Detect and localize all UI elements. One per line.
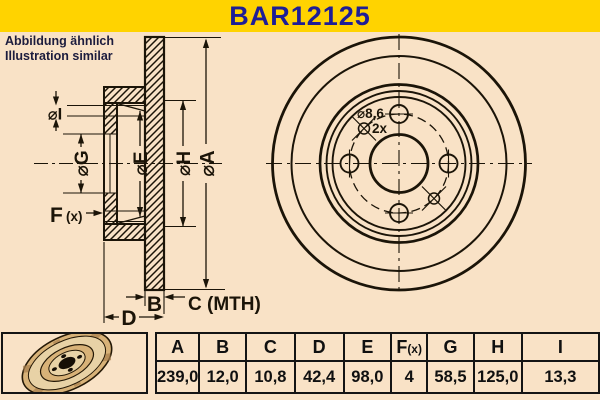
d-label: D <box>121 307 136 330</box>
table-value-I: 13,3 <box>520 360 600 394</box>
table-header-D: D <box>293 332 345 362</box>
dia-h-label: ⌀H <box>174 151 195 176</box>
table-value-G: 58,5 <box>426 360 475 394</box>
table-header-I: I <box>520 332 600 362</box>
screw-hole-marker <box>427 192 441 205</box>
table-header-G: G <box>426 332 475 362</box>
similarity-note: Abbildung ähnlich Illustration similar <box>5 34 114 64</box>
table-value-A: 239,0 <box>154 360 201 394</box>
cross-section-view: ⌀I ⌀G ⌀E <box>34 35 261 330</box>
table-value-D: 42,4 <box>293 360 345 394</box>
dia-a-label: ⌀A <box>197 150 219 176</box>
table-value-F(x): 4 <box>390 360 429 394</box>
table-value-E: 98,0 <box>342 360 393 394</box>
dimension-b: B <box>126 290 185 316</box>
table-header-B: B <box>198 332 248 362</box>
securing-screw-holes <box>351 116 447 211</box>
hat-inner-circle <box>331 96 467 231</box>
front-view: ⌀8,6 2x <box>266 34 532 293</box>
b-label: B <box>147 293 162 316</box>
part-number: BAR12125 <box>229 1 371 31</box>
dimension-dia-e: ⌀E <box>131 111 152 217</box>
dimension-dia-g: ⌀G <box>63 133 104 194</box>
note-line-en: Illustration similar <box>5 49 113 63</box>
center-bore-circle <box>368 133 430 194</box>
hat-wall-hatch-bottom <box>104 193 117 224</box>
hat-cone-edge <box>116 102 146 112</box>
hat-top-flange <box>103 86 146 104</box>
table-value-C: 10,8 <box>245 360 296 394</box>
dimension-f: F (x) <box>50 204 103 227</box>
dimension-dia-h: ⌀H <box>165 99 196 228</box>
table-header-H: H <box>472 332 523 362</box>
hat-cone-edge <box>116 215 146 225</box>
table-value-H: 125,0 <box>472 360 523 394</box>
table-value-B: 12,0 <box>198 360 248 394</box>
hat-wall-hatch-top <box>104 103 117 134</box>
table-header-F(x): F(x) <box>390 332 429 362</box>
dia-g-label: ⌀G <box>72 150 93 176</box>
thumbnail-disc-illustration <box>21 334 113 392</box>
f-label: F <box>50 204 63 227</box>
c-label: C (MTH) <box>188 294 261 315</box>
friction-surface-circle <box>290 55 508 272</box>
f-suffix: (x) <box>66 209 83 224</box>
bolt-holes <box>339 104 459 223</box>
hat-step-circle <box>325 90 473 237</box>
hat-outer-circle <box>318 83 480 244</box>
table-header-A: A <box>154 332 201 362</box>
screw-hole-marker <box>357 122 371 135</box>
dia-i-label: ⌀I <box>48 106 63 124</box>
dia-e-label: ⌀E <box>131 151 152 175</box>
product-thumbnail <box>1 332 148 394</box>
title-banner: BAR12125 <box>0 0 600 32</box>
dimension-dia-i: ⌀I <box>48 91 63 131</box>
screw-hole-diameter-label: ⌀8,6 <box>357 106 384 121</box>
dimension-dia-a: ⌀A <box>165 36 225 291</box>
dimension-d: D <box>103 242 164 330</box>
hat-bottom-flange <box>103 223 146 241</box>
table-header-C: C <box>245 332 296 362</box>
table-header-E: E <box>342 332 393 362</box>
note-line-de: Abbildung ähnlich <box>5 34 115 48</box>
screw-hole-count-label: 2x <box>372 121 388 136</box>
disc-outer-circle <box>271 35 527 292</box>
friction-ring-section <box>143 35 166 292</box>
